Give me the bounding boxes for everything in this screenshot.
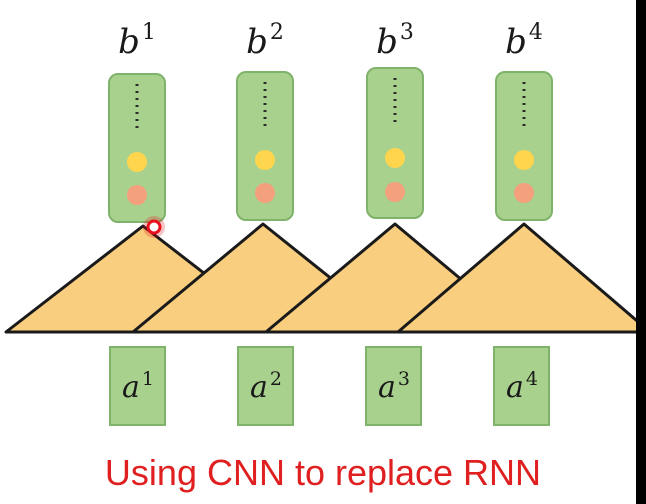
input-label-var: a: [250, 370, 268, 405]
output-label-index: 1: [141, 20, 156, 45]
laser-pointer-icon: [143, 216, 165, 238]
input-box-4: [493, 346, 550, 426]
output-vector-3: [366, 67, 424, 219]
output-label-var: b: [505, 22, 527, 62]
output-label-var: b: [118, 22, 140, 62]
yellow-dot: [385, 148, 405, 168]
yellow-dot: [255, 150, 275, 170]
red-dot: [127, 185, 147, 205]
input-box-2: [237, 346, 294, 426]
red-dot: [255, 183, 275, 203]
input-box-1: [109, 346, 166, 426]
output-vector-1: [108, 73, 166, 223]
output-label-1: b1: [102, 20, 172, 62]
output-vector-4: [495, 71, 553, 221]
red-dot: [514, 183, 534, 203]
input-label-var: a: [506, 370, 524, 405]
output-vector-2: [236, 71, 294, 221]
red-dot: [385, 182, 405, 202]
input-label-index: 1: [141, 368, 154, 390]
output-label-3: b3: [360, 20, 430, 62]
filter-triangles: [4, 222, 646, 334]
input-label-index: 3: [397, 368, 410, 390]
output-label-4: b4: [489, 20, 559, 62]
output-label-index: 4: [528, 20, 543, 45]
input-label-index: 2: [269, 368, 282, 390]
output-label-var: b: [246, 22, 268, 62]
yellow-dot: [514, 150, 534, 170]
input-label-index: 4: [525, 368, 538, 390]
output-label-2: b2: [230, 20, 300, 62]
input-box-3: [365, 346, 422, 426]
yellow-dot: [127, 152, 147, 172]
frame-edge: [636, 0, 646, 504]
input-label-var: a: [122, 370, 140, 405]
caption: Using CNN to replace RNN: [104, 452, 542, 493]
output-label-index: 3: [399, 20, 414, 45]
output-label-index: 2: [269, 20, 284, 45]
output-label-var: b: [376, 22, 398, 62]
input-label-var: a: [378, 370, 396, 405]
